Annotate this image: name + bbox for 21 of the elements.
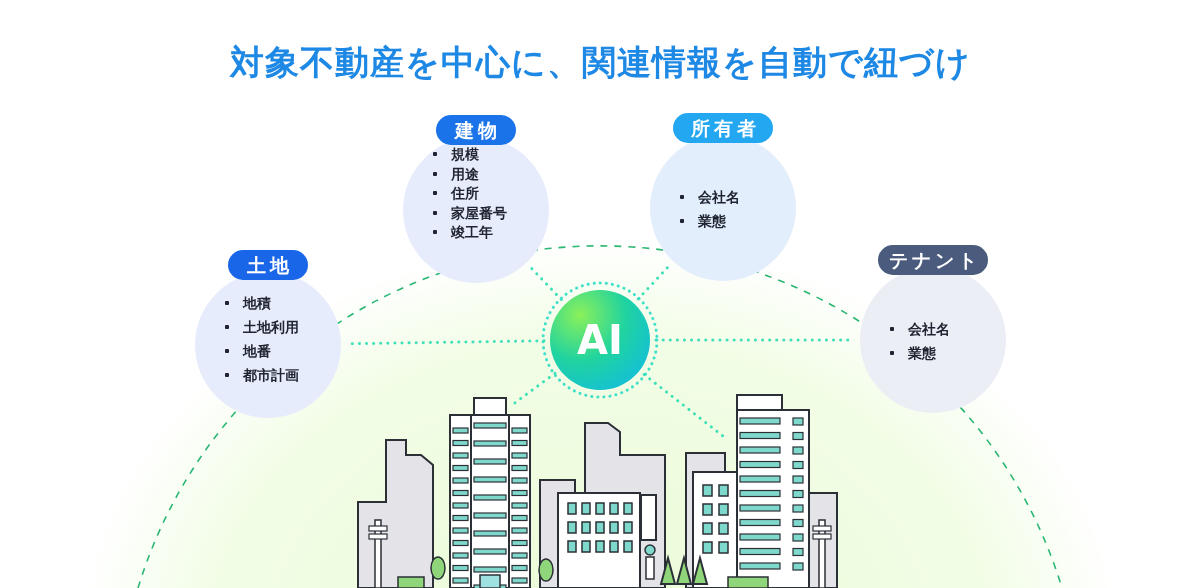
list-item: 業態: [678, 212, 726, 230]
list-item: 会社名: [888, 320, 950, 338]
title: 対象不動産を中心に、関連情報を自動で紐づけ: [228, 41, 972, 84]
dotted-connector: [529, 265, 563, 301]
list-item: 土地利用: [223, 318, 299, 336]
list-item: 規模: [431, 145, 479, 163]
list-item: 会社名: [678, 188, 740, 206]
dotted-connector: [636, 264, 671, 301]
heading-pill: 土地: [228, 250, 308, 280]
list-item: 家屋番号: [431, 203, 507, 222]
list-item: 地番: [223, 342, 271, 360]
heading-pill: 所有者: [673, 113, 773, 143]
dotted-connector: [510, 371, 557, 407]
list-item: 住所: [431, 184, 479, 202]
heading-pill: テナント: [878, 245, 988, 275]
list-item: 業態: [888, 344, 936, 362]
heading-pill: 建物: [436, 115, 516, 145]
list-item: 地積: [223, 294, 271, 312]
list-item: 用途: [431, 164, 479, 183]
list-item: 竣工年: [431, 223, 493, 241]
list-item: 都市計画: [223, 366, 299, 384]
